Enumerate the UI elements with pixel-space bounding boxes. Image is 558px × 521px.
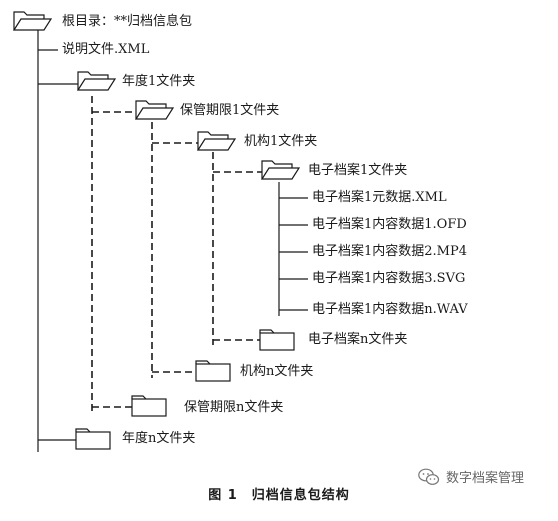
tree-icons bbox=[12, 11, 301, 450]
folder-icon-orgn bbox=[195, 360, 231, 382]
root-label: 根目录：**归档信息包 bbox=[62, 14, 193, 29]
node-label-record1: 电子档案1文件夹 bbox=[308, 163, 408, 178]
node-label-retention1: 保管期限1文件夹 bbox=[180, 103, 280, 118]
node-label-content1: 电子档案1内容数据1.OFD bbox=[312, 217, 467, 232]
node-label-yearn: 年度n文件夹 bbox=[122, 431, 196, 446]
open-folder-icon-year1 bbox=[76, 71, 117, 91]
open-folder-icon-retention1 bbox=[134, 100, 175, 120]
node-label-retentionn: 保管期限n文件夹 bbox=[184, 400, 284, 415]
node-label-meta: 电子档案1元数据.XML bbox=[312, 190, 447, 205]
node-label-readme: 说明文件.XML bbox=[62, 42, 150, 57]
wechat-icon bbox=[418, 468, 440, 485]
folder-icon-yearn bbox=[75, 428, 111, 450]
tree-connectors bbox=[37, 30, 308, 452]
node-label-year1: 年度1文件夹 bbox=[122, 74, 196, 89]
watermark-text: 数字档案管理 bbox=[446, 471, 525, 486]
node-label-content3: 电子档案1内容数据3.SVG bbox=[312, 271, 466, 286]
open-folder-icon-org1 bbox=[196, 131, 237, 151]
node-label-recordn: 电子档案n文件夹 bbox=[308, 332, 408, 347]
node-label-orgn: 机构n文件夹 bbox=[240, 364, 314, 379]
node-label-org1: 机构1文件夹 bbox=[244, 134, 318, 149]
figure-caption: 图 1 归档信息包结构 bbox=[208, 488, 350, 503]
node-label-contentn: 电子档案1内容数据n.WAV bbox=[312, 302, 468, 317]
node-label-content2: 电子档案1内容数据2.MP4 bbox=[312, 244, 468, 259]
watermark: 数字档案管理 bbox=[418, 467, 524, 486]
folder-icon-recordn bbox=[259, 329, 295, 351]
open-folder-icon-record1 bbox=[260, 160, 301, 180]
folder-icon-retentionn bbox=[131, 395, 167, 417]
open-folder-icon-root bbox=[12, 11, 53, 31]
